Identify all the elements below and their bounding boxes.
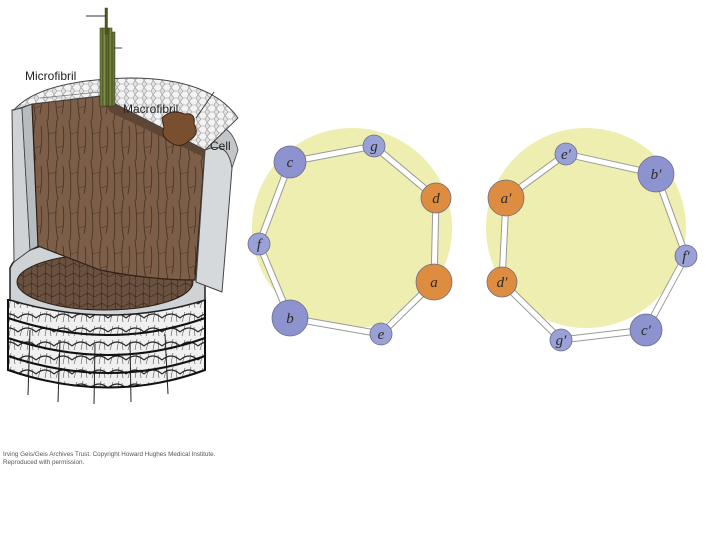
macrofibril-bundle xyxy=(99,27,116,107)
residue-node xyxy=(362,134,386,158)
residue-node xyxy=(486,266,518,298)
residue-node xyxy=(637,155,675,193)
residue-node xyxy=(629,313,663,347)
residue-node xyxy=(420,182,452,214)
residue-a: a xyxy=(415,263,453,301)
residue-g: g xyxy=(362,134,386,158)
residue-label: c′ xyxy=(641,323,652,339)
hair-cutaway-illustration xyxy=(7,7,239,405)
residue-label: d xyxy=(432,191,440,207)
coiled-coil-helical-wheels: a b c d e f g a′ b′ c′ d′ e′ f′ g′ xyxy=(247,128,698,352)
residue-e-prime: e′ xyxy=(554,142,578,166)
residue-label: f′ xyxy=(682,249,690,265)
residue-c-prime: c′ xyxy=(629,313,663,347)
residue-d: d xyxy=(420,182,452,214)
residue-c: c xyxy=(273,145,307,179)
residue-f: f xyxy=(247,232,271,256)
residue-label: g′ xyxy=(556,333,568,349)
residue-label: g xyxy=(370,139,378,155)
residue-b-prime: b′ xyxy=(637,155,675,193)
residue-label: d′ xyxy=(497,275,509,291)
residue-f-prime: f′ xyxy=(674,244,698,268)
microfibril-rod xyxy=(104,7,108,35)
residue-node xyxy=(415,263,453,301)
residue-node xyxy=(271,299,309,337)
hair-structure-figure: Microfibril Macrofibril Cell Irving Geis… xyxy=(0,0,245,466)
residue-label: f xyxy=(257,237,263,253)
residue-node xyxy=(247,232,271,256)
residue-node xyxy=(674,244,698,268)
residue-label: b′ xyxy=(651,167,663,183)
residue-g-prime: g′ xyxy=(549,328,573,352)
residue-label: b xyxy=(286,311,294,327)
residue-label: c xyxy=(287,155,294,171)
cell-highlight xyxy=(161,111,197,146)
residue-label: a xyxy=(430,275,438,291)
residue-b: b xyxy=(271,299,309,337)
residue-e: e xyxy=(369,322,393,346)
residue-label: e xyxy=(378,327,385,343)
wheel-disc-left xyxy=(252,128,452,328)
residue-node xyxy=(554,142,578,166)
microfibril-label: Microfibril xyxy=(25,69,77,83)
residue-d-prime: d′ xyxy=(486,266,518,298)
leader-lines xyxy=(86,15,215,119)
cell-label: Cell xyxy=(210,139,231,153)
image-credit-line1: Irving Geis/Geis Archives Trust. Copyrig… xyxy=(3,451,216,458)
macrofibril-label: Macrofibril xyxy=(123,102,179,116)
helical-wheel-right: a′ b′ c′ d′ e′ f′ g′ xyxy=(486,128,698,352)
helical-wheel-left: a b c d e f g xyxy=(247,128,453,346)
cuticle-scales-lower xyxy=(7,299,206,405)
residue-node xyxy=(369,322,393,346)
residue-label: e′ xyxy=(561,147,572,163)
residue-label: a′ xyxy=(501,191,513,207)
residue-node xyxy=(487,179,525,217)
residue-node xyxy=(273,145,307,179)
residue-node xyxy=(549,328,573,352)
residue-a-prime: a′ xyxy=(487,179,525,217)
image-credit-line2: Reproduced with permission. xyxy=(3,459,85,466)
